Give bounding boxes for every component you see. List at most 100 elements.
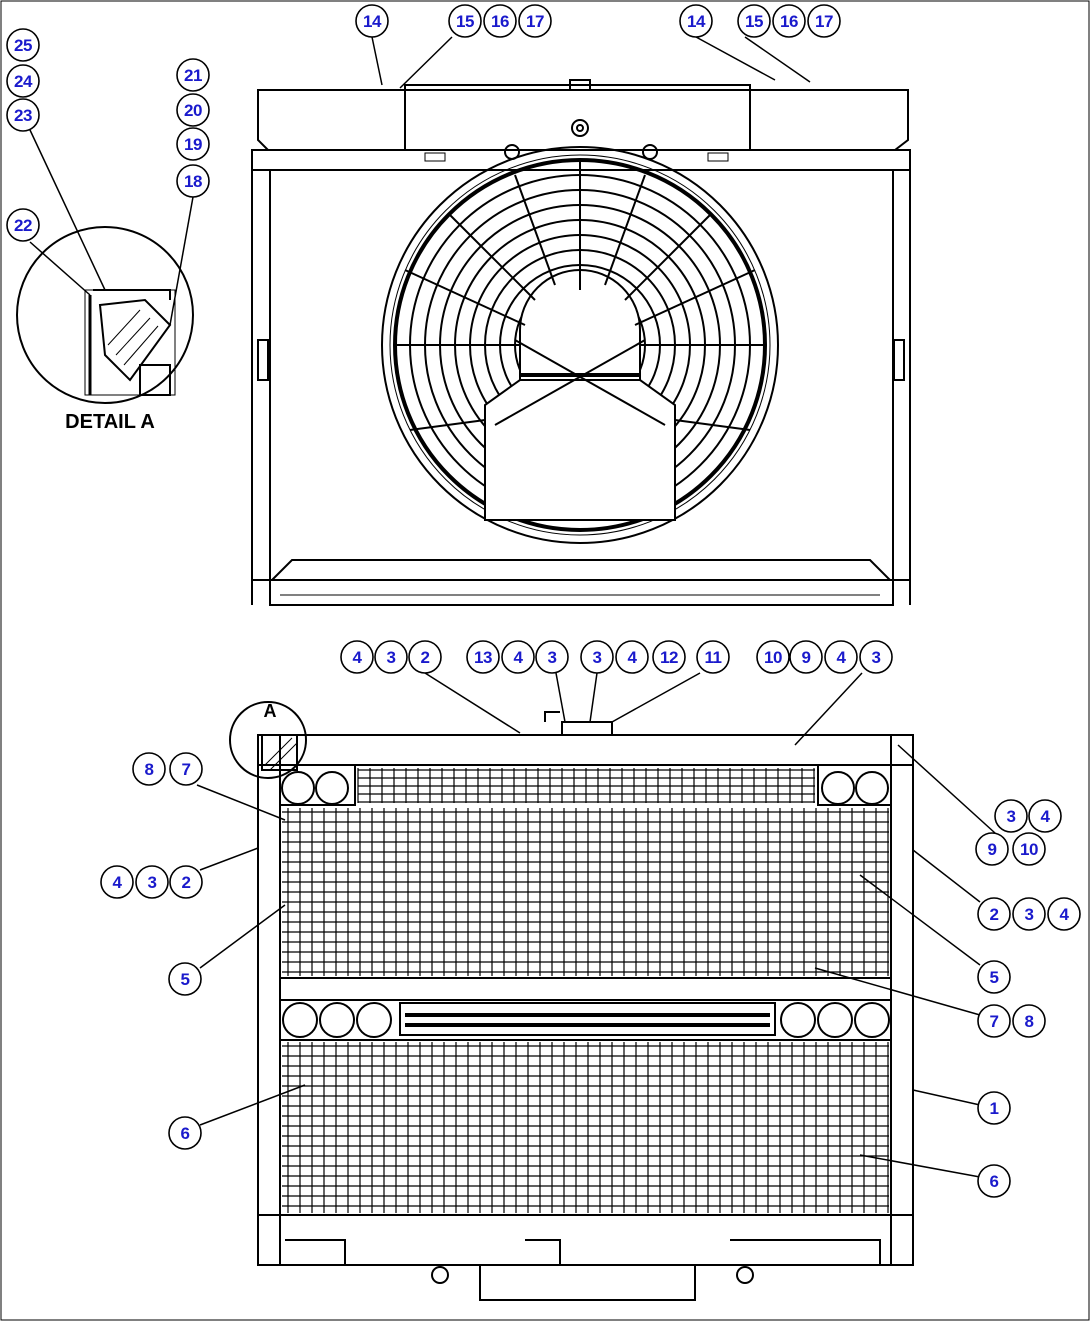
callout-number: 3 xyxy=(548,648,557,667)
callout-number: 16 xyxy=(491,12,509,31)
callout-number: 3 xyxy=(148,873,157,892)
bottom-view-radiator xyxy=(229,701,914,1301)
callout-4: 4 xyxy=(340,640,374,674)
callout-number: 19 xyxy=(184,135,202,154)
callout-number: 3 xyxy=(593,648,602,667)
callout-number: 5 xyxy=(990,968,999,987)
callout-17: 17 xyxy=(518,4,552,38)
callout-number: 4 xyxy=(1041,807,1051,826)
callout-number: 10 xyxy=(764,648,782,667)
callout-4: 4 xyxy=(1028,799,1062,833)
callout-4: 4 xyxy=(615,640,649,674)
callout-4: 4 xyxy=(501,640,535,674)
callout-15: 15 xyxy=(448,4,482,38)
callout-number: 5 xyxy=(181,970,190,989)
callout-number: 3 xyxy=(872,648,881,667)
callout-number: 17 xyxy=(526,12,544,31)
callout-8: 8 xyxy=(132,752,166,786)
callout-number: 14 xyxy=(363,12,382,31)
callout-number: 4 xyxy=(353,648,363,667)
callout-number: 17 xyxy=(815,12,833,31)
detail-a-caption: DETAIL A xyxy=(65,411,155,433)
callout-number: 6 xyxy=(990,1172,999,1191)
callout-4: 4 xyxy=(100,865,134,899)
callout-3: 3 xyxy=(135,865,169,899)
callout-3: 3 xyxy=(580,640,614,674)
callout-19: 19 xyxy=(176,127,210,161)
callout-10: 10 xyxy=(756,640,790,674)
callout-number: 11 xyxy=(705,648,722,667)
callout-number: 23 xyxy=(14,106,32,125)
callout-3: 3 xyxy=(859,640,893,674)
callout-number: 16 xyxy=(780,12,798,31)
callout-number: 6 xyxy=(181,1124,190,1143)
callout-number: 21 xyxy=(184,66,202,85)
callout-number: 3 xyxy=(387,648,396,667)
callout-10: 10 xyxy=(1012,832,1046,866)
callout-9: 9 xyxy=(789,640,823,674)
callout-22: 22 xyxy=(6,208,40,242)
callout-number: 4 xyxy=(628,648,638,667)
top-view-fan-shroud xyxy=(251,79,911,606)
callout-number: 1 xyxy=(990,1099,999,1118)
callout-18: 18 xyxy=(176,164,210,198)
callout-21: 21 xyxy=(176,58,210,92)
callout-number: 22 xyxy=(14,216,32,235)
callout-number: 14 xyxy=(687,12,706,31)
callout-number: 9 xyxy=(988,840,997,859)
callout-number: 4 xyxy=(837,648,847,667)
callout-16: 16 xyxy=(483,4,517,38)
callout-number: 4 xyxy=(514,648,524,667)
callout-5: 5 xyxy=(977,960,1011,994)
callout-14: 14 xyxy=(679,4,713,38)
callout-7: 7 xyxy=(977,1004,1011,1038)
callout-number: 24 xyxy=(14,72,33,91)
callout-number: 10 xyxy=(1020,840,1038,859)
callout-14: 14 xyxy=(355,4,389,38)
callout-13: 13 xyxy=(466,640,500,674)
callout-2: 2 xyxy=(977,897,1011,931)
callout-number: 2 xyxy=(421,648,430,667)
callout-number: 25 xyxy=(14,36,32,55)
callout-number: 4 xyxy=(1060,905,1070,924)
callout-number: 3 xyxy=(1007,807,1016,826)
callout-number: 7 xyxy=(182,760,191,779)
callout-number: 8 xyxy=(145,760,154,779)
callout-number: 12 xyxy=(660,648,678,667)
callout-23: 23 xyxy=(6,98,40,132)
callout-number: 2 xyxy=(990,905,999,924)
callout-6: 6 xyxy=(168,1116,202,1150)
callout-8: 8 xyxy=(1012,1004,1046,1038)
callout-number: 18 xyxy=(184,172,202,191)
callout-12: 12 xyxy=(652,640,686,674)
callout-16: 16 xyxy=(772,4,806,38)
fan-guard xyxy=(393,158,767,532)
callout-6: 6 xyxy=(977,1164,1011,1198)
callout-7: 7 xyxy=(169,752,203,786)
leader-lines xyxy=(29,36,996,1178)
callout-5: 5 xyxy=(168,962,202,996)
callout-11: 11 xyxy=(696,640,730,674)
callout-number: 2 xyxy=(182,873,191,892)
callout-9: 9 xyxy=(975,832,1009,866)
callout-3: 3 xyxy=(374,640,408,674)
callout-25: 25 xyxy=(6,28,40,62)
callout-2: 2 xyxy=(169,865,203,899)
callout-number: 3 xyxy=(1025,905,1034,924)
callout-24: 24 xyxy=(6,64,40,98)
radiator-core-grid xyxy=(282,768,889,1213)
callout-3: 3 xyxy=(535,640,569,674)
callout-20: 20 xyxy=(176,93,210,127)
callout-number: 15 xyxy=(745,12,763,31)
callout-3: 3 xyxy=(1012,897,1046,931)
callout-1: 1 xyxy=(977,1091,1011,1125)
callout-3: 3 xyxy=(994,799,1028,833)
callout-number: 13 xyxy=(474,648,492,667)
callout-number: 15 xyxy=(456,12,474,31)
callout-number: 9 xyxy=(802,648,811,667)
callout-number: 4 xyxy=(113,873,123,892)
callout-4: 4 xyxy=(1047,897,1081,931)
